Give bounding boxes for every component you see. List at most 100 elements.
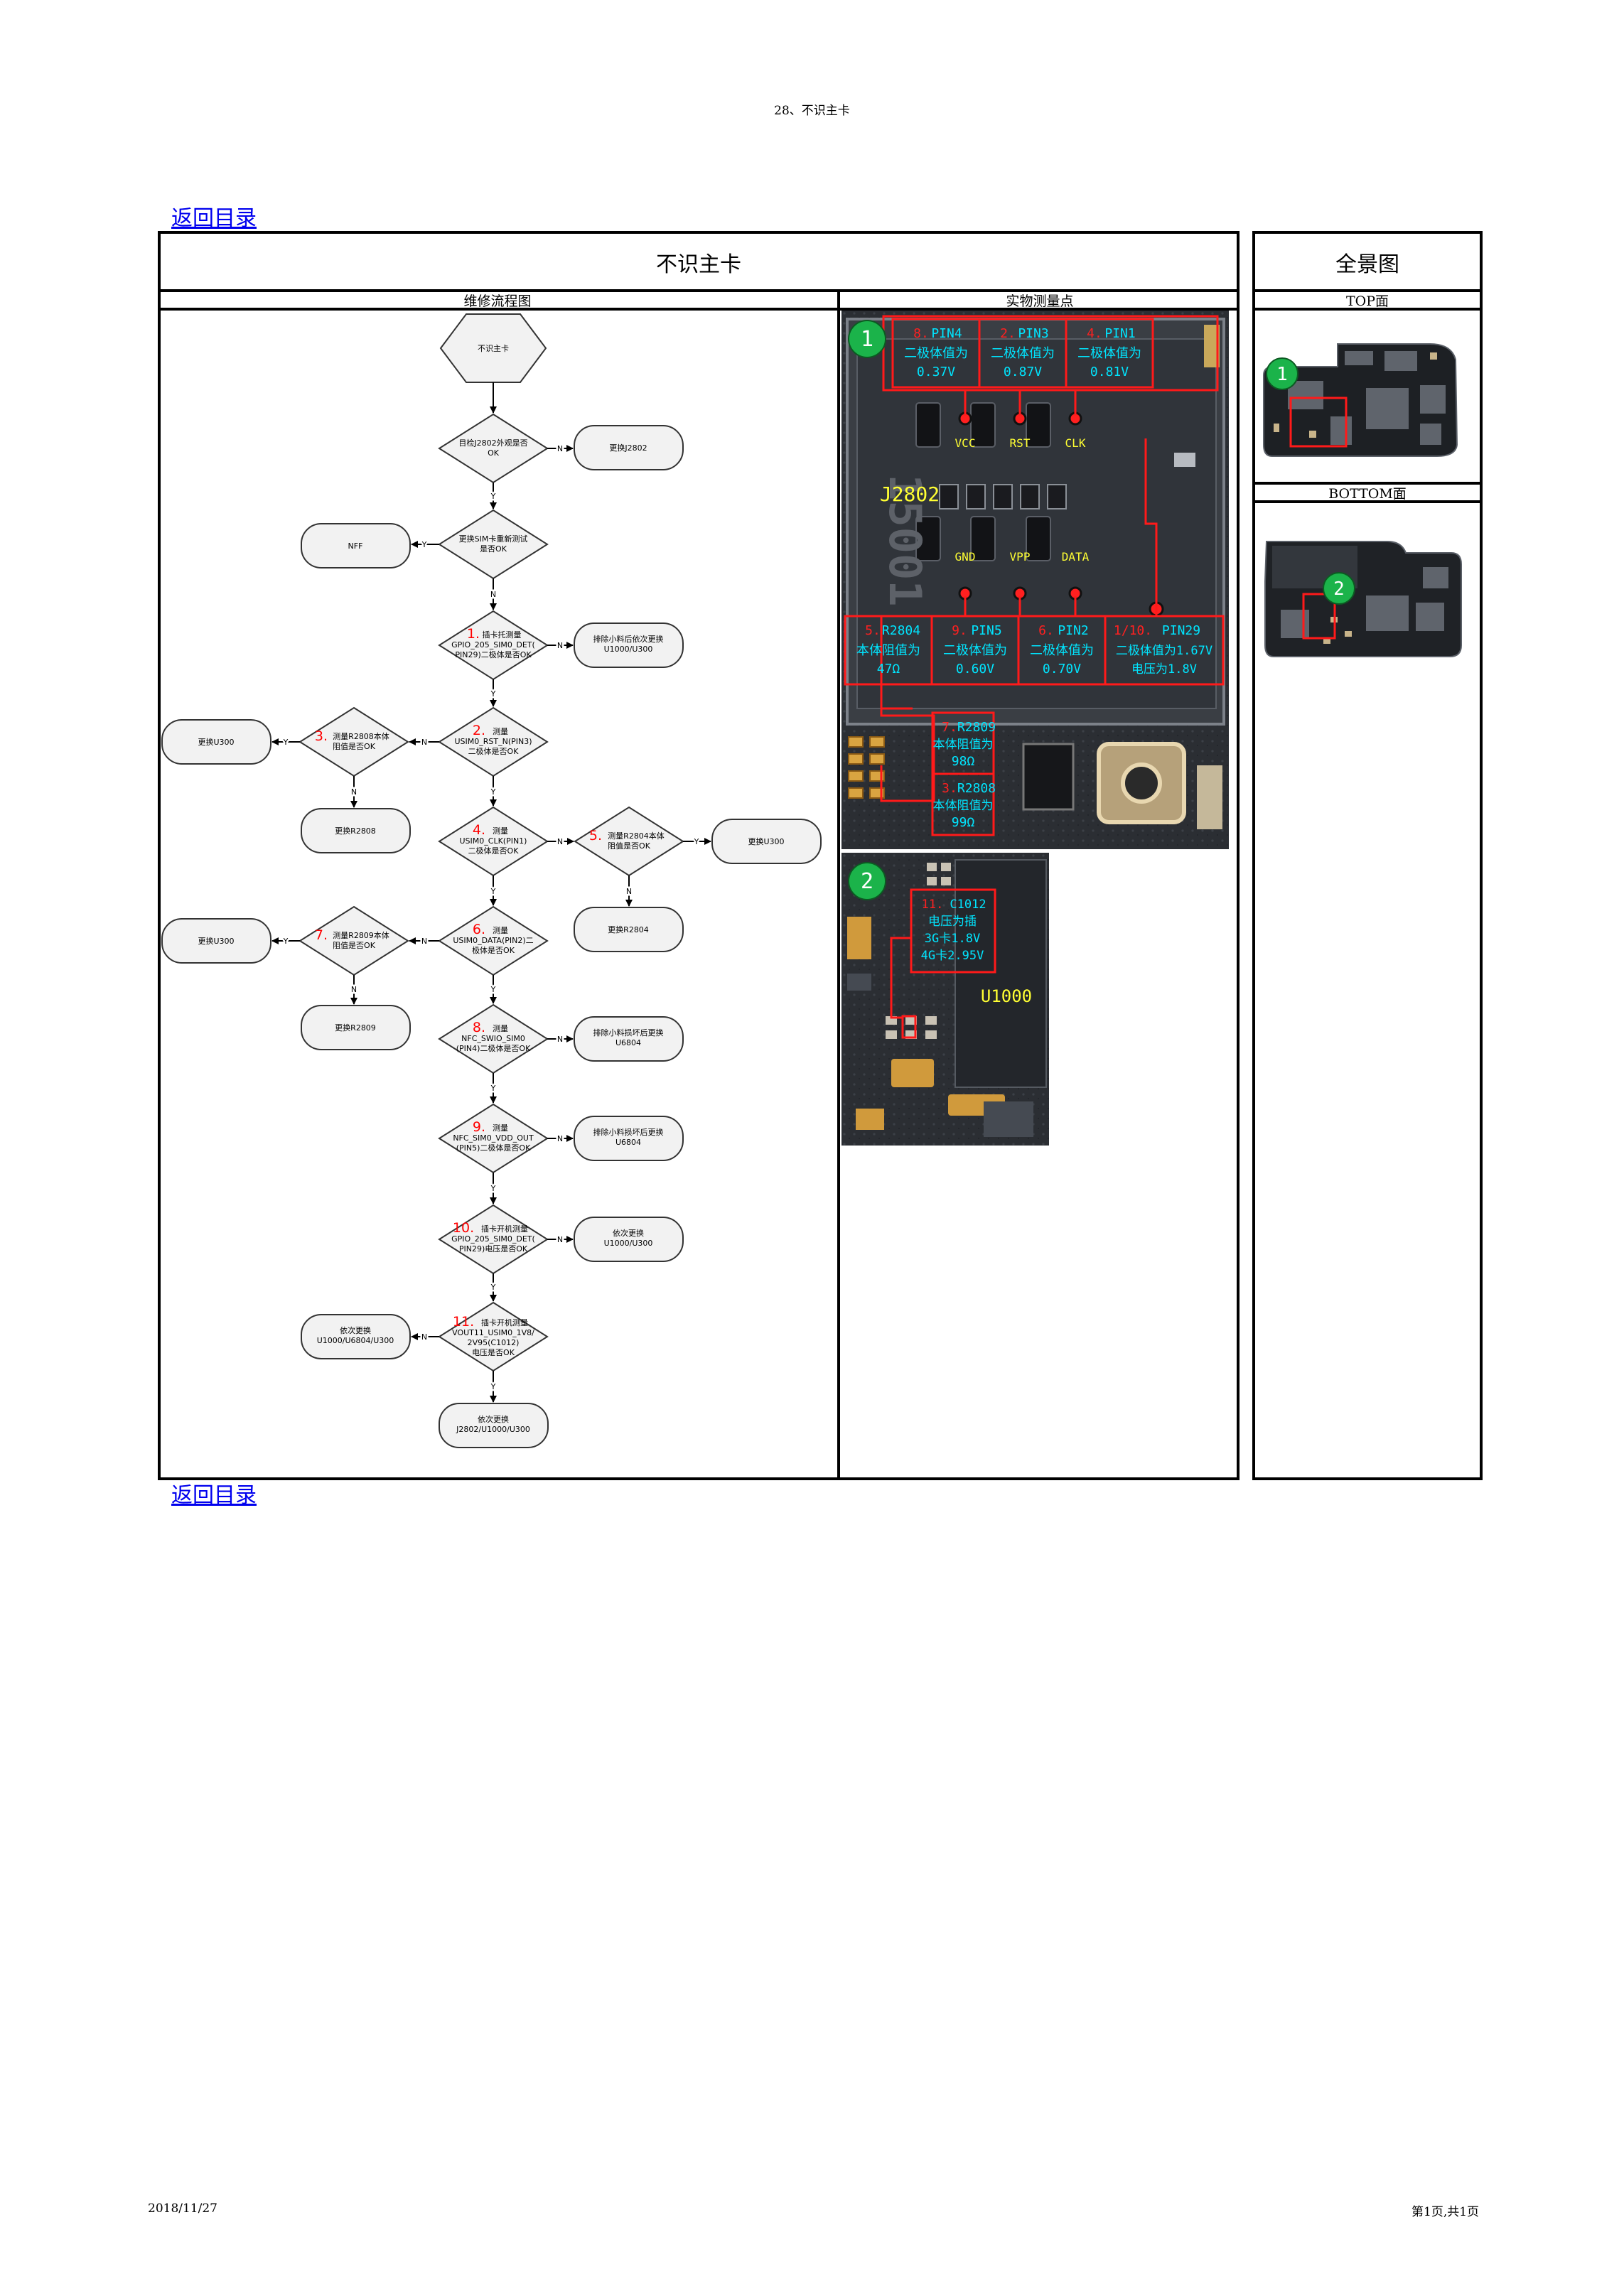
flow-q13-line-4: 电压是否OK (472, 1348, 515, 1357)
box-r2808-line2: 本体阻值为 (933, 799, 994, 813)
u1000-chip-label: U1000 (981, 986, 1032, 1006)
flow-q12-line-3: PIN29)电压是否OK (459, 1244, 528, 1254)
box-pin3-num: 2. (1000, 326, 1016, 341)
box-r2804-name: R2804 (882, 623, 920, 638)
flow-q13-line-3: 2V95(C1012) (468, 1338, 520, 1347)
box-c1012-line2: 电压为插 (928, 915, 977, 929)
flow-q7-line-1: 测量R2804本体 (608, 831, 665, 841)
box-pin2-num: 6. (1038, 623, 1054, 638)
main-title: 不识主卡 (158, 247, 1239, 278)
flow-q11-line-1: 测量 (493, 1123, 508, 1133)
flow-a10-line-2: U6804 (615, 1038, 641, 1047)
flow-q5-line-2: 阻值是否OK (333, 742, 376, 751)
flow-label-q3-yes: Y (490, 689, 496, 699)
box-r2809-num: 7. (942, 720, 957, 735)
box-pin2-name: PIN2 (1058, 623, 1088, 638)
box-r2809-value: 98Ω (952, 754, 975, 769)
pin-label-gnd: GND (955, 550, 976, 564)
main-table-column-divider (837, 289, 840, 1480)
j2802-chip-label: J2802 (880, 483, 940, 506)
flow-q11-num: 9. (473, 1119, 485, 1135)
flow-q12-line-2: GPIO_205_SIM0_DET( (451, 1234, 535, 1244)
flow-label-q9-no: N (351, 985, 357, 994)
box-pin29-line2: 二极体值为1.67V (1116, 644, 1212, 658)
flow-label-q2-no: N (490, 590, 496, 599)
box-pin1-name: PIN1 (1104, 326, 1135, 341)
back-to-contents-link-bottom[interactable]: 返回目录 (171, 1477, 257, 1509)
box-pin5-name: PIN5 (971, 623, 1001, 638)
flow-q8-line-1: 测量 (493, 926, 508, 935)
box-pin29-num: 1/10. (1114, 623, 1152, 638)
box-r2808-name: R2808 (957, 781, 996, 796)
flow-q9-num: 7. (315, 927, 328, 943)
flow-q10-line-3: (PIN4)二极体是否OK (456, 1043, 531, 1053)
flow-label-q6-yes: Y (490, 887, 496, 896)
flow-q10-num: 8. (473, 1020, 485, 1035)
box-pin3-value: 0.87V (1004, 365, 1042, 379)
flow-q9-line-1: 测量R2809本体 (333, 930, 389, 940)
flow-q8-num: 6. (473, 922, 485, 937)
box-r2804-line2: 本体阻值为 (856, 643, 920, 658)
top-board-badge-label: 1 (1276, 364, 1288, 385)
box-pin29-line3: 电压为1.8V (1131, 662, 1197, 677)
top-side-board-image: 1 (1259, 338, 1467, 460)
pin-label-vpp: VPP (1010, 550, 1031, 564)
flow-a9y-label: 更换U300 (198, 936, 234, 946)
flow-end-line-1: 依次更换 (478, 1414, 509, 1424)
back-to-contents-link-top[interactable]: 返回目录 (171, 200, 257, 232)
box-pin1-value: 0.81V (1090, 365, 1129, 379)
flow-q3-num: 1. (467, 626, 480, 642)
photo1-badge-label: 1 (861, 327, 873, 352)
flow-q4-line-3: 二极体是否OK (468, 746, 520, 756)
u1000-measurement-photo: 2 11. C1012 电压为插 3G卡1.8V 4G卡2.95V U1000 (841, 853, 1049, 1146)
footer-page-number: 第1页,共1页 (1411, 2201, 1479, 2219)
flow-q1-line-2: OK (488, 448, 500, 458)
box-pin1-line2: 二极体值为 (1077, 346, 1141, 361)
box-r2808-value: 99Ω (952, 815, 975, 830)
flow-a13-line-1: 依次更换 (340, 1325, 371, 1335)
flow-label-q4-yes: Y (490, 787, 496, 797)
flow-label-q11-yes: Y (490, 1184, 496, 1193)
box-pin5-num: 9. (952, 623, 967, 638)
flow-label-q3-no: N (557, 641, 563, 650)
box-pin29-name: PIN29 (1162, 623, 1200, 638)
flow-q10-line-2: NFC_SWIO_SIM0 (461, 1034, 525, 1043)
flow-q10-line-1: 测量 (493, 1024, 508, 1033)
pin-label-clk: CLK (1065, 436, 1086, 450)
flow-label-q1-no: N (557, 444, 563, 453)
flow-label-q13-yes: Y (490, 1382, 496, 1391)
bottom-board-badge-label: 2 (1333, 578, 1345, 600)
flow-a7n-label: 更换R2804 (608, 925, 649, 934)
flow-a11-line-1: 排除小料损坏后更换 (593, 1127, 664, 1137)
flow-q9-line-2: 阻值是否OK (333, 941, 376, 950)
pin-label-vcc: VCC (955, 436, 976, 450)
flow-q12-line-1: 插卡开机测量 (481, 1224, 528, 1234)
flow-q6-line-3: 二极体是否OK (468, 846, 520, 856)
flow-label-q11-no: N (557, 1134, 563, 1143)
flow-q5-line-1: 测量R2808本体 (333, 731, 389, 741)
box-pin4-num: 8. (913, 326, 929, 341)
flow-q13-line-2: VOUT11_USIM0_1V8/ (452, 1328, 534, 1337)
flow-q7-line-2: 阻值是否OK (608, 841, 651, 851)
flow-label-q7-yes: Y (694, 837, 699, 846)
flow-label-q13-no: N (421, 1332, 427, 1342)
panorama-title: 全景图 (1252, 247, 1483, 278)
flow-a3-line-2: U1000/U300 (604, 645, 653, 654)
flow-label-q9-yes: Y (283, 937, 289, 946)
page-header-title: 28、不识主卡 (0, 100, 1624, 118)
flow-a5n-label: 更换R2808 (335, 826, 376, 836)
flow-label-q6-no: N (557, 837, 563, 846)
flow-q6-line-1: 测量 (493, 826, 508, 836)
box-pin4-value: 0.37V (917, 365, 955, 379)
box-pin4-name: PIN4 (931, 326, 962, 341)
flow-label-q5-yes: Y (283, 738, 289, 747)
box-r2804-value: 47Ω (877, 662, 900, 677)
box-c1012-name: C1012 (950, 898, 986, 912)
box-pin2-value: 0.70V (1043, 662, 1081, 677)
flow-a10-line-1: 排除小料损坏后更换 (593, 1028, 664, 1037)
flow-label-q4-no: N (421, 738, 427, 747)
box-c1012-line3: 3G卡1.8V (925, 932, 980, 946)
flow-label-q2-yes: Y (421, 540, 427, 549)
repair-flowchart: N Y Y N N Y N Y N Y N Y N Y N Y N Y N Y … (161, 311, 837, 1479)
box-pin3-name: PIN3 (1018, 326, 1048, 341)
